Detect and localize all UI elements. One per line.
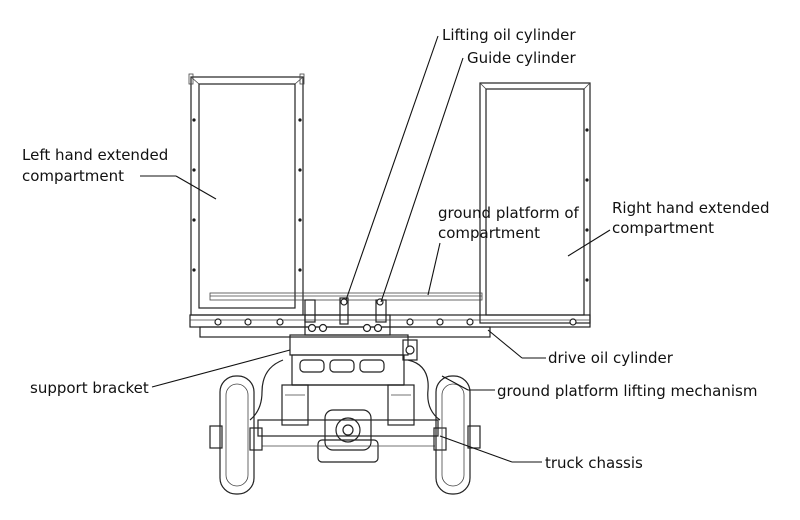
label-ground-platform-line1: ground platform of bbox=[438, 204, 580, 222]
label-ground-platform-line2: compartment bbox=[438, 224, 540, 242]
label-right-compartment-line2: compartment bbox=[612, 219, 714, 237]
lifting-mechanism bbox=[249, 334, 441, 426]
label-left-compartment-line2: compartment bbox=[22, 167, 124, 185]
right-compartment-rivets bbox=[585, 128, 589, 282]
left-wheel bbox=[209, 375, 255, 495]
right-compartment bbox=[479, 82, 591, 324]
label-drive-oil-cylinder: drive oil cylinder bbox=[548, 349, 674, 367]
truck-chassis bbox=[249, 409, 447, 463]
left-compartment-rivets bbox=[192, 118, 302, 272]
label-guide-cylinder: Guide cylinder bbox=[467, 49, 577, 67]
right-wheel bbox=[435, 375, 481, 495]
left-compartment bbox=[188, 73, 305, 316]
label-right-compartment-line1: Right hand extended bbox=[612, 199, 770, 217]
label-truck-chassis: truck chassis bbox=[545, 454, 643, 472]
lifting-cylinders bbox=[304, 297, 391, 336]
label-left-compartment-line1: Left hand extended bbox=[22, 146, 168, 164]
label-lifting-mechanism: ground platform lifting mechanism bbox=[497, 382, 757, 400]
leader-lines bbox=[140, 35, 611, 463]
label-lifting-oil-cylinder: Lifting oil cylinder bbox=[442, 26, 576, 44]
label-support-bracket: support bracket bbox=[30, 379, 149, 397]
beam-bolts bbox=[214, 318, 577, 326]
